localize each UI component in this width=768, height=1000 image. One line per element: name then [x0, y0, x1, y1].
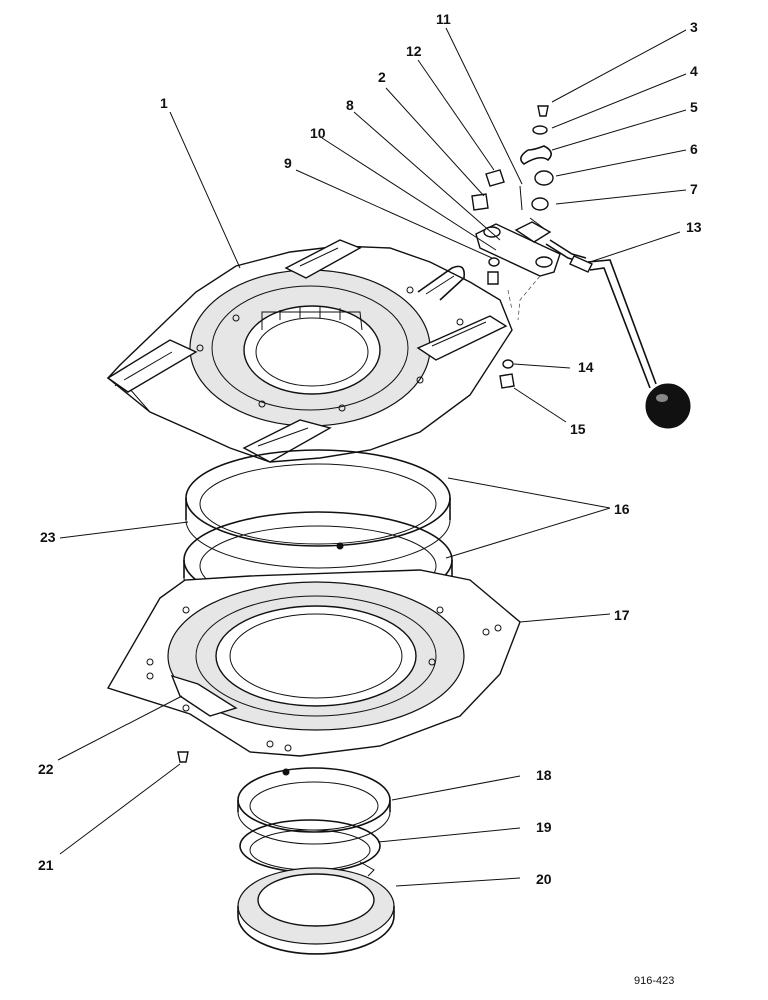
callout-10: 10 — [310, 125, 326, 141]
callout-2: 2 — [378, 69, 386, 85]
callout-23: 23 — [40, 529, 56, 545]
leader-lines — [57, 27, 687, 887]
callout-1: 1 — [160, 95, 168, 111]
callout-14: 14 — [578, 359, 594, 375]
callout-7: 7 — [690, 181, 698, 197]
callout-16: 16 — [614, 501, 630, 517]
top-swivel-plate — [106, 239, 513, 463]
callout-8: 8 — [346, 97, 354, 113]
callout-18: 18 — [536, 767, 552, 783]
drawing-number: 916-423 — [634, 975, 674, 987]
bolt-21 — [177, 751, 189, 763]
callout-12: 12 — [406, 43, 422, 59]
callout-15: 15 — [570, 421, 586, 437]
callout-5: 5 — [690, 99, 698, 115]
base-plate — [106, 569, 521, 757]
callout-21: 21 — [38, 857, 54, 873]
callout-22: 22 — [38, 761, 54, 777]
callout-3: 3 — [690, 19, 698, 35]
lever-assembly — [471, 105, 691, 429]
callout-labels: 1 2 3 4 5 6 7 8 9 10 11 12 13 14 15 16 1… — [38, 11, 702, 987]
callout-6: 6 — [690, 141, 698, 157]
callout-4: 4 — [690, 63, 698, 79]
callout-17: 17 — [614, 607, 630, 623]
callout-19: 19 — [536, 819, 552, 835]
callout-11: 11 — [436, 11, 451, 27]
callout-9: 9 — [284, 155, 292, 171]
lower-rings — [237, 767, 395, 955]
callout-20: 20 — [536, 871, 552, 887]
callout-13: 13 — [686, 219, 702, 235]
